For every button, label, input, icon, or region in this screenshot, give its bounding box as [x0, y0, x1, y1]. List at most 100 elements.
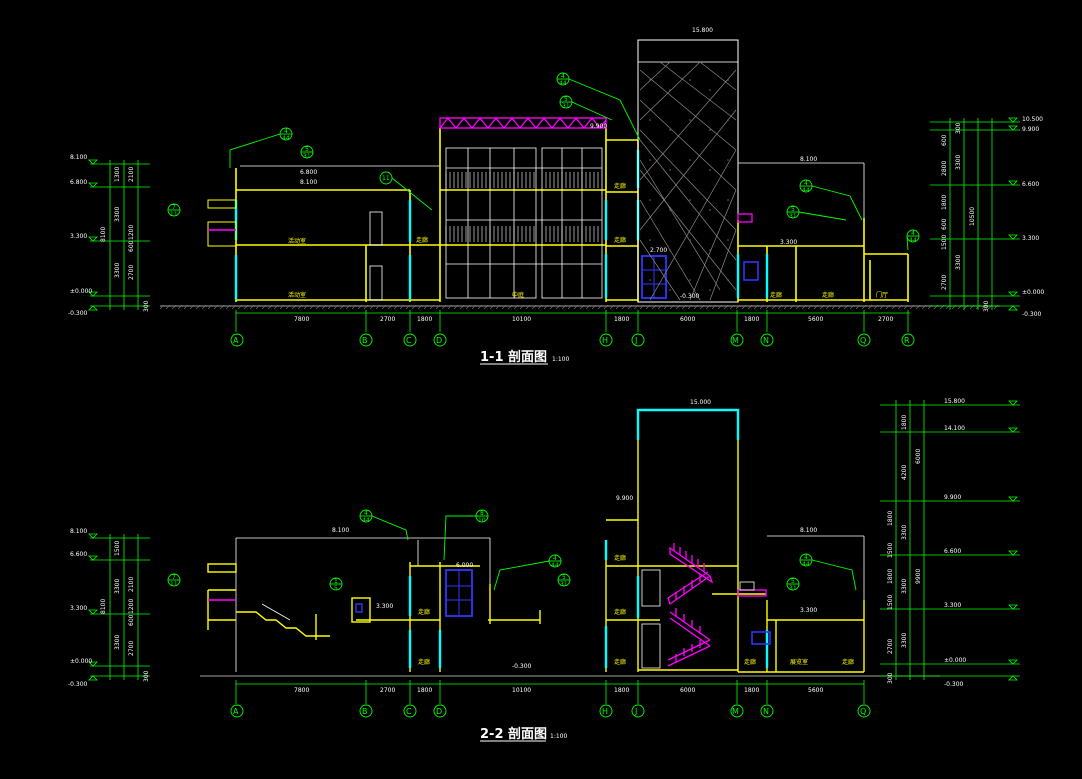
- vdim-r1-0: 300: [955, 122, 962, 134]
- atrium-1: [439, 128, 607, 302]
- tower-dots-1: [649, 79, 729, 291]
- atrium-windows-1: [445, 147, 603, 299]
- vdim-r1-1: 600: [941, 134, 948, 146]
- elev-left-1-2: 3.300: [70, 233, 87, 240]
- right-elevation-scale-2: [880, 400, 1020, 681]
- elev1-lab-0: 8.100: [300, 179, 317, 186]
- hdim1-8: 2700: [878, 316, 893, 323]
- vdim-r1-6: 3300: [955, 255, 962, 270]
- corridor-glass-1: [604, 150, 640, 298]
- left-vdims-1: 1300 3300 2100 1200 600 2700 3300 8100 3…: [100, 167, 150, 312]
- callout2-6-sheet: 44: [802, 561, 810, 568]
- callout2-4-sheet: 44: [551, 562, 559, 569]
- vdim-l1-8: 300: [143, 300, 150, 312]
- callouts-1: [167, 72, 920, 251]
- elev1-lab-2: 15.800: [692, 27, 713, 34]
- hdim1-1: 2700: [380, 316, 395, 323]
- elev2-lab-6: 8.100: [800, 527, 817, 534]
- blue-window-1b: [743, 261, 759, 281]
- vdim-l1-5: 2700: [128, 265, 135, 280]
- elev-right-2-6: -0.300: [944, 681, 964, 688]
- hdim2-6: 1800: [744, 687, 759, 694]
- vdim-r2-5: 1500: [887, 543, 894, 558]
- section2-scale: 1:100: [550, 733, 567, 740]
- callout2-1-num: 8: [480, 510, 484, 517]
- hdim2-3: 10100: [512, 687, 531, 694]
- room2-7: 走廊: [842, 658, 854, 666]
- section1-title: 1-1 剖面图: [480, 349, 547, 365]
- grid-bubbles-2: [230, 704, 871, 718]
- vdim-r2-11: 2700: [887, 639, 894, 654]
- room1-0: 活动室: [288, 237, 306, 245]
- section-1-1: 8.100 6.800 3.300 ±0.000 -0.300 1300 330…: [68, 27, 1044, 365]
- right-vdims-2: 1800 4200 6000 1800 3300 1500 1800 3300 …: [887, 415, 922, 684]
- vdim-l1-3: 1200: [128, 225, 135, 240]
- vdim-l2-4: 600: [128, 614, 135, 626]
- left-wing-glass-1: [234, 200, 412, 300]
- room2-3: 走廊: [614, 658, 626, 666]
- elev2-lab-7: 3.300: [800, 607, 817, 614]
- elev2-lab-0: 8.100: [332, 527, 349, 534]
- vdim-l2-7: 8100: [100, 599, 107, 614]
- callout2-6-num: 4: [804, 554, 808, 561]
- vdim-r2-9: 1500: [887, 595, 894, 610]
- callout1-2-num: 7: [172, 204, 176, 211]
- elev-right-1-5: -0.300: [1022, 311, 1042, 318]
- elev-left-2-4: -0.300: [68, 681, 88, 688]
- tower-1: [637, 39, 739, 303]
- elev-right-1-2: 6.600: [1022, 181, 1039, 188]
- room2-2: 走廊: [614, 608, 626, 616]
- callout2-1-sheet: 10: [478, 517, 486, 524]
- room2-6: 展览室: [790, 658, 808, 666]
- elev-right-1-0: 10.500: [1022, 116, 1043, 123]
- grid1-B: B: [362, 336, 368, 345]
- vdim-r1-3: 2800: [941, 161, 948, 176]
- grid1-J: J: [634, 336, 637, 345]
- vdim-r1-9: 300: [983, 300, 990, 312]
- callout2-2-num: 7: [172, 574, 176, 581]
- callout1-4-sheet: 44: [559, 80, 567, 87]
- vdim-r1-2: 3300: [955, 155, 962, 170]
- stair-tower-2: [605, 410, 766, 672]
- hdim2-1: 2700: [380, 687, 395, 694]
- grid1-C: C: [406, 336, 412, 345]
- grid2-J: J: [634, 707, 637, 716]
- elev-right-2-1: 14.100: [944, 425, 965, 432]
- grid2-N: N: [763, 707, 769, 716]
- hdim1-6: 1800: [744, 316, 759, 323]
- vdim-l2-5: 3300: [114, 635, 121, 650]
- room2-1: 走廊: [418, 658, 430, 666]
- grid2-C: C: [406, 707, 412, 716]
- right-elevation-scale-1: [930, 117, 1020, 311]
- room1-4: 走廊: [614, 182, 626, 190]
- right-wing-1: [737, 162, 909, 302]
- callout1-8-sheet: 44: [909, 237, 917, 244]
- elev-right-2-3: 6.600: [944, 548, 961, 555]
- elev2-lab-4: 3.300: [376, 603, 393, 610]
- vdim-l1-0: 1300: [114, 167, 121, 182]
- vdim-l2-6: 2700: [128, 641, 135, 656]
- vdim-r2-10: 3300: [901, 633, 908, 648]
- elev1-lab-7: -0.300: [680, 293, 700, 300]
- section-2-2: 8.100 6.600 3.300 ±0.000 -0.300 1500 330…: [68, 398, 1020, 742]
- hdim2-0: 7800: [294, 687, 309, 694]
- elev1-lab-3: 9.900: [590, 123, 607, 130]
- room1-5: 走廊: [614, 236, 626, 244]
- grid1-N: N: [763, 336, 769, 345]
- left-wing-glass-2: [408, 576, 442, 668]
- grid1-R: R: [904, 336, 910, 345]
- tower-cyan-2: [604, 408, 740, 668]
- vdim-r2-3: 1800: [887, 511, 894, 526]
- grid2-D: D: [436, 707, 442, 716]
- elev-left-1-1: 6.800: [70, 179, 87, 186]
- vdim-r1-5: 600: [941, 218, 948, 230]
- section1-scale: 1:100: [552, 356, 569, 363]
- vdim-l2-1: 3300: [114, 579, 121, 594]
- vdim-l2-3: 1200: [128, 599, 135, 614]
- room2-5: 走廊: [614, 554, 626, 562]
- vdim-r2-1: 4200: [901, 465, 908, 480]
- vdim-r2-0: 1800: [901, 415, 908, 430]
- vdim-r2-6: 1800: [887, 569, 894, 584]
